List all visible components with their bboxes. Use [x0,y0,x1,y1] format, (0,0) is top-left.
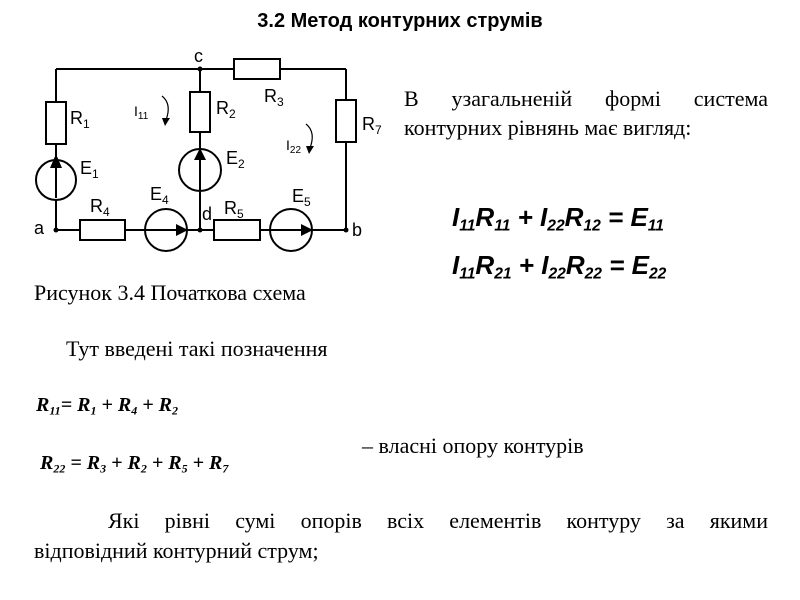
label-i11: I11 [134,103,149,122]
label-e5: E5 [292,186,311,209]
resistor-r7 [335,99,357,143]
loop-arrow-i22 [305,123,313,149]
label-e4: E4 [150,184,169,207]
resistor-r3 [233,58,281,80]
figure-caption: Рисунок 3.4 Початкова схема [34,280,306,305]
resistor-r1 [45,101,67,145]
node-b-dot [343,227,349,233]
source-e5-arrowhead [301,224,313,236]
label-node-b: b [352,220,362,240]
label-r4: R4 [90,196,110,219]
slide-title: 3.2 Метод контурних струмів [257,10,543,32]
equation-2: I11R21 + I22R22 = E22 [452,250,667,283]
label-node-a: a [34,218,45,238]
label-r5: R5 [224,198,244,221]
own-resistance-text: – власні опору контурів [362,433,584,458]
source-e2-arrowhead [194,148,206,160]
label-r7: R7 [362,114,382,137]
definition-r22: R22 = R3 + R2 + R5 + R7 [40,452,229,476]
label-node-d: d [202,204,212,224]
label-r1: R1 [70,108,90,131]
intro-paragraph: В узагальненій формі система контурних р… [404,84,768,142]
intro-line-1: В узагальненій формі система [404,86,768,111]
loop-arrow-i11 [161,95,169,121]
label-i22: I22 [286,137,301,156]
resistor-r5 [213,219,261,241]
resistor-r2 [189,91,211,133]
loop-arrowhead-i22 [306,146,314,154]
bottom-line-2: відповідний контурний струм; [34,538,319,563]
loop-arrowhead-i11 [162,118,170,126]
label-r2: R2 [216,98,236,121]
label-r3: R3 [264,86,284,109]
node-c-dot [197,66,203,72]
bottom-paragraph: Які рівні сумі опорів всіх елементів кон… [34,506,768,566]
label-e1: E1 [80,158,99,181]
node-d-dot [197,227,203,233]
bottom-line-1: Які рівні сумі опорів всіх елементів кон… [108,508,768,533]
label-node-c: c [194,46,203,66]
node-a-dot [53,227,59,233]
definition-r11: R11= R1 + R4 + R2 [36,394,178,418]
source-e1-arrowhead [50,154,62,168]
equation-1: I11R11 + I22R12 = E11 [452,202,664,235]
resistor-r4 [79,219,126,241]
notation-text: Тут введені такі позначення [66,336,328,361]
source-e4-arrowhead [176,224,188,236]
circuit-diagram: R1 E1 R2 E2 R3 R7 R4 E4 R5 E5 I11 I22 a … [34,46,382,252]
intro-line-2: контурних рівнянь має вигляд: [404,115,692,140]
label-e2: E2 [226,148,245,171]
